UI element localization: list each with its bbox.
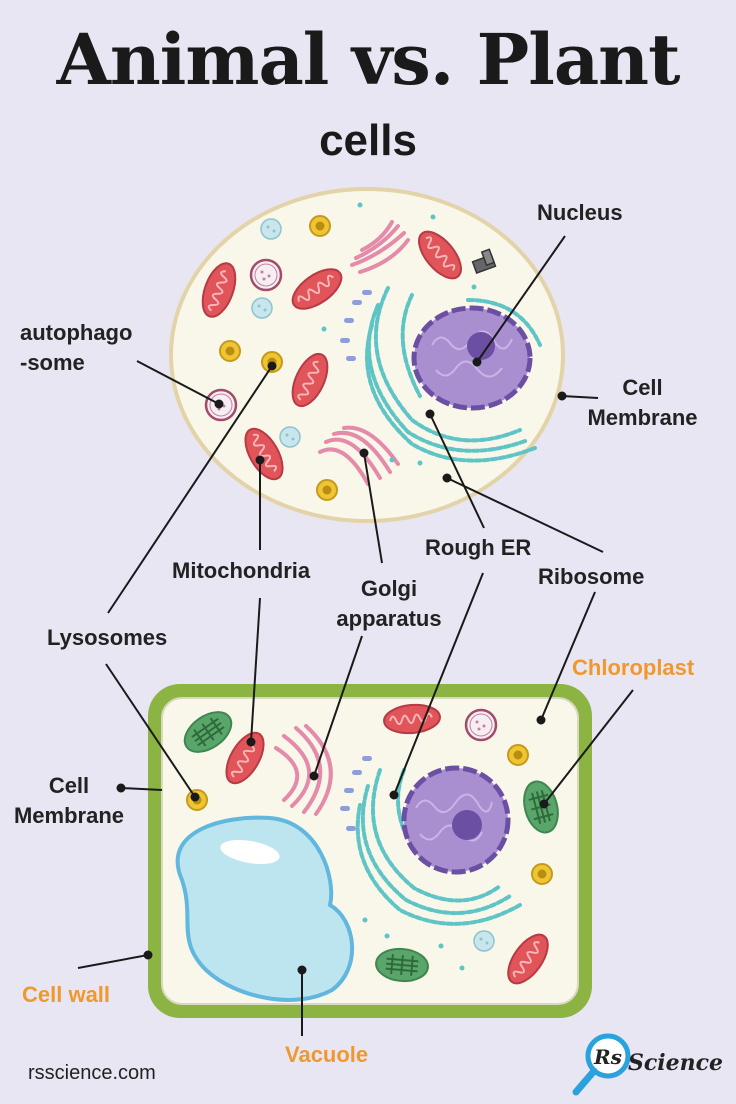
label-plant-cell-membrane: Cell Membrane [0, 771, 138, 831]
logo-mark: Rs [593, 1045, 622, 1069]
logo-text: Science [628, 1050, 724, 1076]
page-subtitle: cells [319, 116, 417, 165]
label-cell-wall: Cell wall [22, 982, 111, 1007]
label-rough-er: Rough ER [425, 535, 532, 560]
animal-nucleus [411, 305, 533, 411]
label-autophagosome-line2: -some [20, 350, 85, 375]
animal-rough-er [365, 286, 542, 463]
animal-vesicles [340, 290, 372, 361]
label-golgi-line2: apparatus [336, 606, 442, 631]
leader-lines [77, 235, 634, 1036]
label-mitochondria: Mitochondria [172, 558, 311, 583]
magnifier-icon: Rs [572, 1033, 631, 1096]
label-autophagosome-line1: autophago [20, 320, 133, 345]
animal-golgi-top [350, 220, 410, 274]
label-plant-cell-membrane-line1: Cell [48, 773, 90, 798]
plant-nucleus [401, 765, 511, 875]
label-golgi-apparatus: Golgi apparatus [326, 574, 452, 634]
label-animal-cell-membrane: Cell Membrane [575, 373, 710, 433]
label-lysosomes: Lysosomes [47, 625, 168, 650]
label-golgi-line1: Golgi [360, 576, 418, 601]
label-vacuole: Vacuole [285, 1042, 369, 1067]
animal-golgi-bottom [318, 425, 400, 486]
plant-golgi [274, 724, 333, 816]
label-nucleus: Nucleus [537, 200, 623, 225]
plant-vesicles [340, 756, 372, 831]
page-title: Animal vs. Plant [56, 18, 681, 101]
brand-logo: Rs Science [570, 1028, 730, 1098]
footer-website: rsscience.com [28, 1062, 156, 1084]
label-animal-cell-membrane-line2: Membrane [587, 405, 698, 430]
plant-cell [148, 684, 592, 1018]
animal-cell [169, 187, 565, 523]
label-chloroplast: Chloroplast [572, 655, 695, 680]
label-animal-cell-membrane-line1: Cell [622, 375, 663, 400]
centrosome-icon [471, 248, 497, 275]
label-plant-cell-membrane-line2: Membrane [13, 803, 125, 828]
label-ribosome: Ribosome [538, 564, 645, 589]
plant-vacuole [175, 815, 355, 1002]
plant-rough-er [355, 768, 522, 926]
label-autophagosome: autophago -some [20, 318, 132, 378]
